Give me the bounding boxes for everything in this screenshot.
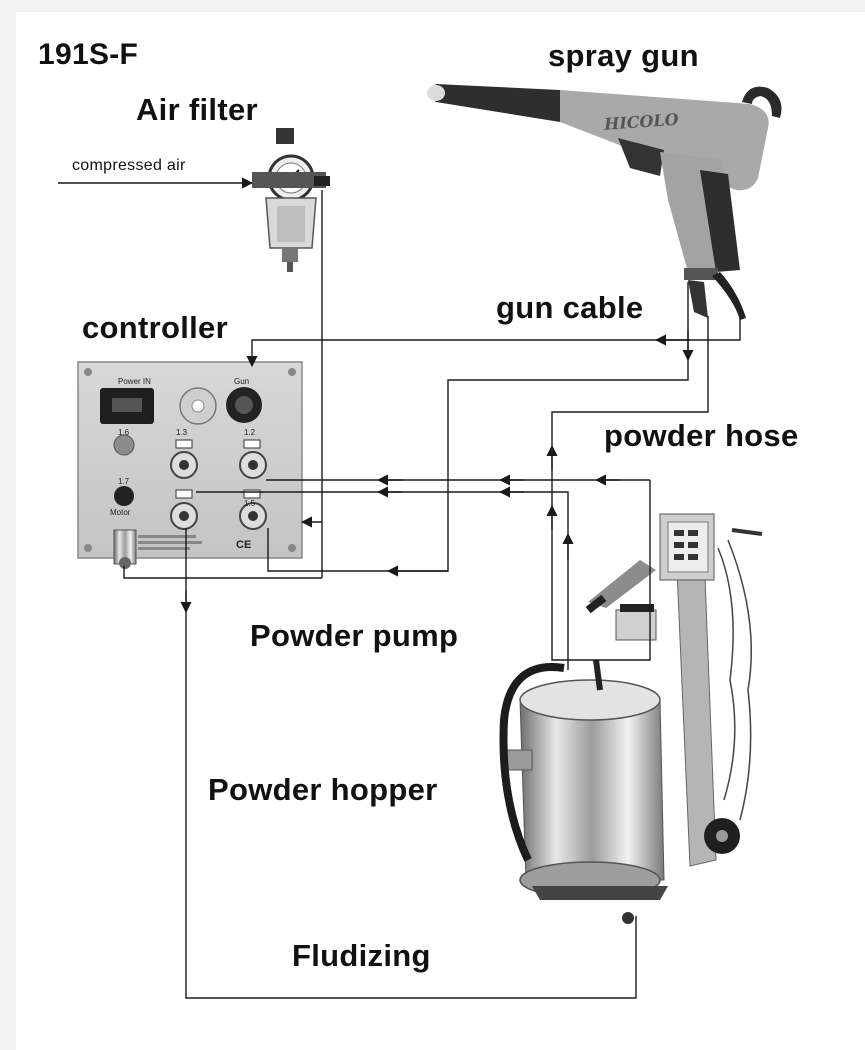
port-1-2-label: 1.2 [244, 428, 256, 437]
controller-icon [77, 361, 303, 569]
air-filter-label: Air filter [136, 92, 258, 127]
power-in-label: Power IN [118, 377, 151, 386]
port-1-5-label: 1.5 [244, 499, 256, 508]
port-1-7-label: 1.7 [118, 477, 130, 486]
connection-lines [58, 177, 741, 999]
gun-port-label: Gun [234, 377, 249, 386]
controller-label: controller [82, 310, 228, 345]
powder-pump-label: Powder pump [250, 618, 459, 653]
model-label: 191S-F [38, 38, 139, 71]
powder-hopper-label: Powder hopper [208, 772, 438, 807]
fluidizing-label: Fludizing [292, 938, 431, 973]
gun-cable-label: gun cable [496, 290, 644, 325]
port-1-3-label: 1.3 [176, 428, 188, 437]
compressed-air-label: compressed air [72, 157, 186, 174]
powder-coating-unit-icon [499, 513, 763, 924]
powder-hose-label: powder hose [604, 418, 799, 453]
spray-gun-label: spray gun [548, 38, 699, 73]
spray-gun-icon [427, 84, 782, 320]
ce-mark: CE [236, 539, 251, 551]
port-1-6-label: 1.6 [118, 428, 130, 437]
air-filter-icon [252, 128, 330, 272]
motor-label: Motor [110, 508, 131, 517]
